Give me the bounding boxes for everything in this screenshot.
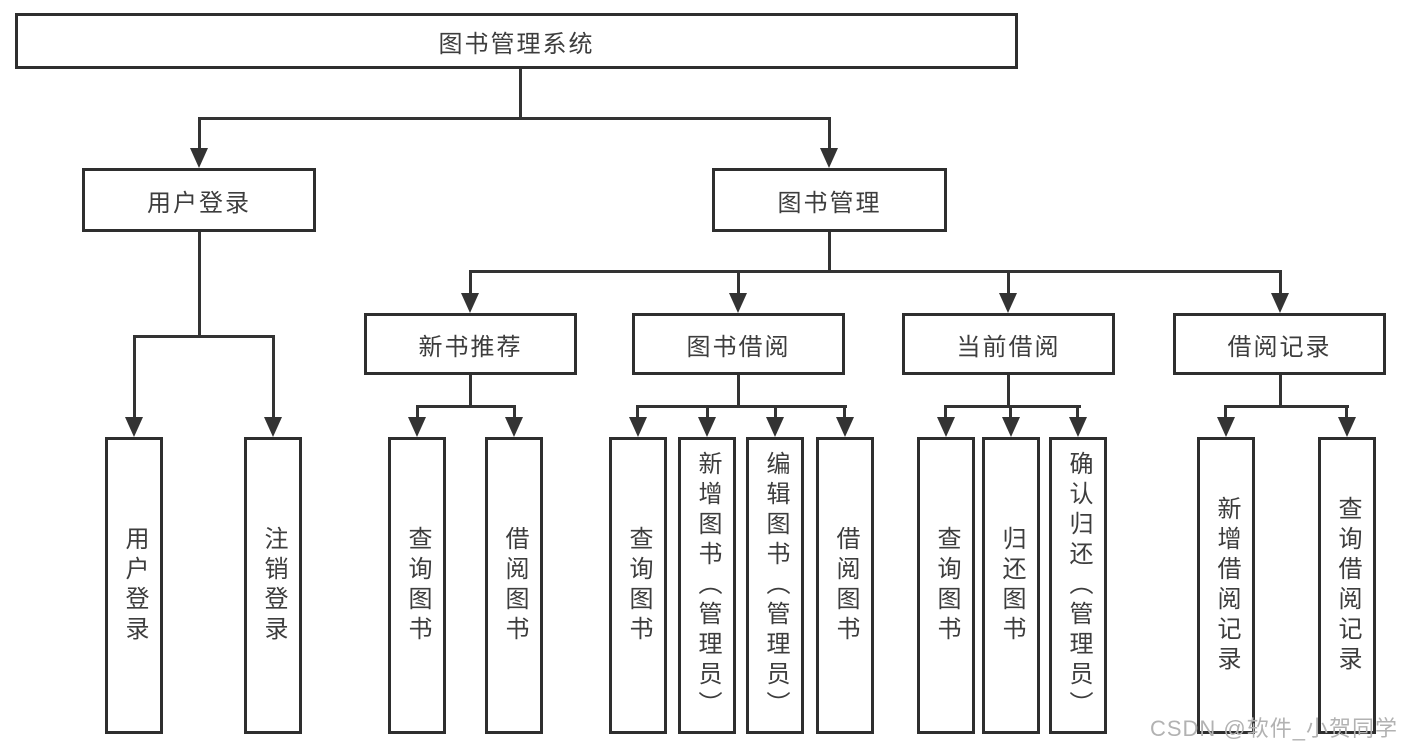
- v-line: [1076, 405, 1079, 420]
- v-line: [828, 117, 831, 151]
- v-line: [272, 335, 275, 419]
- node-book-borrow: 图书借阅: [632, 313, 845, 375]
- arrow-down-icon: [729, 293, 747, 313]
- node-label: 新书推荐: [418, 333, 523, 361]
- v-line: [469, 270, 472, 295]
- arrow-down-icon: [1217, 417, 1235, 437]
- h-line: [944, 405, 1081, 408]
- v-line: [1007, 375, 1010, 408]
- arrow-down-icon: [1069, 417, 1087, 437]
- arrow-down-icon: [408, 417, 426, 437]
- arrow-down-icon: [766, 417, 784, 437]
- node-label: 查询图书: [404, 525, 431, 646]
- arrow-down-icon: [190, 148, 208, 168]
- h-line: [1224, 405, 1349, 408]
- v-line: [737, 375, 740, 408]
- h-line: [469, 270, 1282, 273]
- v-line: [198, 117, 201, 151]
- h-line: [416, 405, 516, 408]
- node-book-management: 图书管理: [712, 168, 947, 232]
- node-label: 图书借阅: [686, 333, 791, 361]
- node-label: 新增图书（管理员）: [694, 450, 721, 721]
- node-label: 编辑图书（管理员）: [762, 450, 789, 721]
- node-label: 图书管理: [777, 189, 882, 217]
- node-label: 当前借阅: [956, 333, 1061, 361]
- v-line: [1224, 405, 1227, 420]
- v-line: [1279, 375, 1282, 408]
- v-line: [519, 69, 522, 120]
- node-label: 归还图书: [998, 525, 1025, 646]
- v-line: [469, 375, 472, 408]
- node-label: 图书管理系统: [438, 30, 595, 58]
- node-label: 确认归还（管理员）: [1065, 450, 1092, 721]
- node-user-login: 用户登录: [82, 168, 316, 232]
- arrow-down-icon: [698, 417, 716, 437]
- arrow-down-icon: [999, 293, 1017, 313]
- v-line: [636, 405, 639, 420]
- v-line: [416, 405, 419, 420]
- leaf-newbook-borrow-book: 借阅图书: [485, 437, 543, 734]
- csdn-watermark: CSDN @软件_小贺同学: [1149, 716, 1398, 741]
- leaf-record-query-record: 查询借阅记录: [1318, 437, 1376, 734]
- arrow-down-icon: [629, 417, 647, 437]
- node-borrow-record: 借阅记录: [1173, 313, 1386, 375]
- v-line: [198, 232, 201, 338]
- v-line: [944, 405, 947, 420]
- leaf-borrow-add-book-admin: 新增图书（管理员）: [678, 437, 736, 734]
- h-line: [133, 335, 275, 338]
- v-line: [1345, 405, 1348, 420]
- v-line: [1279, 270, 1282, 295]
- v-line: [706, 405, 709, 420]
- v-line: [1009, 405, 1012, 420]
- v-line: [828, 232, 831, 273]
- v-line: [737, 270, 740, 295]
- node-new-book-recommend: 新书推荐: [364, 313, 577, 375]
- node-label: 用户登录: [147, 189, 251, 217]
- arrow-down-icon: [264, 417, 282, 437]
- leaf-current-return-book: 归还图书: [982, 437, 1040, 734]
- h-line: [198, 117, 831, 120]
- leaf-borrow-query-book: 查询图书: [609, 437, 667, 734]
- node-label: 查询图书: [933, 525, 960, 646]
- node-label: 注销登录: [260, 525, 287, 646]
- leaf-newbook-query-book: 查询图书: [388, 437, 446, 734]
- v-line: [774, 405, 777, 420]
- node-label: 查询图书: [625, 525, 652, 646]
- node-label: 借阅图书: [501, 525, 528, 646]
- leaf-borrow-borrow-book: 借阅图书: [816, 437, 874, 734]
- v-line: [133, 335, 136, 419]
- leaf-record-add-record: 新增借阅记录: [1197, 437, 1255, 734]
- arrow-down-icon: [1271, 293, 1289, 313]
- node-label: 借阅图书: [832, 525, 859, 646]
- arrow-down-icon: [937, 417, 955, 437]
- h-line: [636, 405, 847, 408]
- leaf-user-login: 用户登录: [105, 437, 163, 734]
- node-label: 新增借阅记录: [1213, 495, 1240, 676]
- node-root-library-system: 图书管理系统: [15, 13, 1018, 69]
- v-line: [513, 405, 516, 420]
- node-label: 用户登录: [121, 525, 148, 646]
- arrow-down-icon: [505, 417, 523, 437]
- v-line: [843, 405, 846, 420]
- leaf-current-confirm-return-admin: 确认归还（管理员）: [1049, 437, 1107, 734]
- node-current-borrow: 当前借阅: [902, 313, 1115, 375]
- leaf-borrow-edit-book-admin: 编辑图书（管理员）: [746, 437, 804, 734]
- arrow-down-icon: [125, 417, 143, 437]
- arrow-down-icon: [1338, 417, 1356, 437]
- v-line: [1007, 270, 1010, 295]
- leaf-logout: 注销登录: [244, 437, 302, 734]
- arrow-down-icon: [836, 417, 854, 437]
- node-label: 借阅记录: [1227, 333, 1332, 361]
- node-label: 查询借阅记录: [1334, 495, 1361, 676]
- arrow-down-icon: [1002, 417, 1020, 437]
- arrow-down-icon: [461, 293, 479, 313]
- arrow-down-icon: [820, 148, 838, 168]
- leaf-current-query-book: 查询图书: [917, 437, 975, 734]
